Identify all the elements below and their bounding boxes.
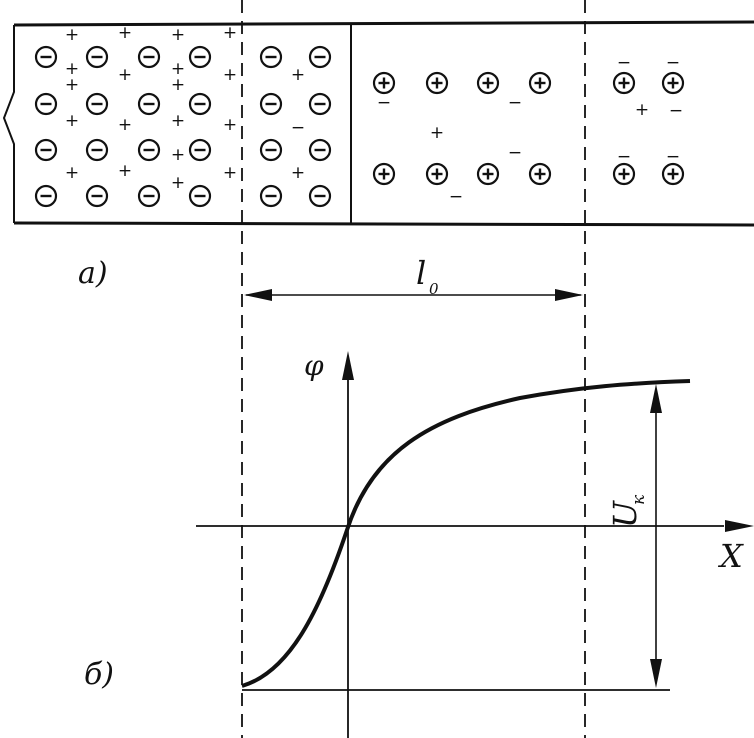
minus-in-circle-icon (85, 45, 109, 69)
electron-carrier: − (449, 187, 463, 207)
plus-in-circle-icon (612, 71, 636, 95)
minus-in-circle-icon (188, 184, 212, 208)
hole-carrier: + (223, 65, 237, 85)
minus-in-circle-icon (85, 184, 109, 208)
depletion-boundaries (241, 0, 586, 738)
minus-in-circle-icon (85, 92, 109, 116)
electron-carrier: − (291, 118, 305, 138)
carrier-layer: +++++++++++++++++++++++−−−−−−−−−− (65, 23, 683, 207)
potential-graph: φ X U к (196, 349, 754, 738)
x-axis-arrow (725, 520, 754, 532)
plus-in-circle-icon (612, 162, 636, 186)
minus-in-circle-icon (259, 184, 283, 208)
hole-carrier: + (171, 75, 185, 95)
hole-carrier: + (65, 111, 79, 131)
width-arrow-right (555, 289, 583, 301)
plus-in-circle-icon (661, 162, 685, 186)
electron-carrier: − (669, 101, 683, 121)
voltage-label: U (606, 500, 644, 528)
width-label-subscript: 0 (429, 280, 439, 298)
minus-in-circle-icon (137, 184, 161, 208)
plus-in-circle-icon (528, 71, 552, 95)
hole-carrier: + (635, 100, 649, 120)
hole-carrier: + (171, 25, 185, 45)
electron-carrier: − (508, 93, 522, 113)
hole-carrier: + (65, 75, 79, 95)
hole-carrier: + (291, 163, 305, 183)
width-dimension: l 0 (244, 254, 583, 301)
hole-carrier: + (223, 163, 237, 183)
minus-in-circle-icon (259, 138, 283, 162)
hole-carrier: + (223, 115, 237, 135)
minus-in-circle-icon (137, 92, 161, 116)
minus-in-circle-icon (137, 138, 161, 162)
hole-carrier: + (430, 123, 444, 143)
bar-left-break (2, 25, 15, 223)
hole-carrier: + (118, 65, 132, 85)
minus-in-circle-icon (308, 138, 332, 162)
plus-in-circle-icon (425, 71, 449, 95)
minus-in-circle-icon (259, 45, 283, 69)
hole-carrier: + (223, 23, 237, 43)
bar-top-edge (13, 20, 754, 27)
hole-carrier: + (171, 145, 185, 165)
plus-in-circle-icon (528, 162, 552, 186)
electron-carrier: − (617, 53, 631, 73)
hole-carrier: + (65, 59, 79, 79)
minus-in-circle-icon (308, 92, 332, 116)
minus-in-circle-icon (308, 45, 332, 69)
ion-layer (34, 45, 685, 208)
hole-carrier: + (291, 65, 305, 85)
minus-in-circle-icon (137, 45, 161, 69)
part-a-label: а) (78, 256, 108, 291)
bar-bottom-edge (13, 221, 754, 227)
potential-curve (241, 379, 691, 688)
hole-carrier: + (171, 111, 185, 131)
minus-in-circle-icon (34, 138, 58, 162)
hole-carrier: + (65, 25, 79, 45)
minus-in-circle-icon (188, 138, 212, 162)
plus-in-circle-icon (425, 162, 449, 186)
voltage-arrow-bottom (650, 659, 662, 688)
plus-in-circle-icon (661, 71, 685, 95)
hole-carrier: + (171, 173, 185, 193)
minus-in-circle-icon (188, 92, 212, 116)
hole-carrier: + (118, 115, 132, 135)
voltage-label-subscript: к (629, 494, 649, 505)
minus-in-circle-icon (259, 92, 283, 116)
plus-in-circle-icon (476, 71, 500, 95)
plus-in-circle-icon (372, 162, 396, 186)
minus-in-circle-icon (85, 138, 109, 162)
phi-axis-label: φ (304, 349, 324, 382)
plus-in-circle-icon (476, 162, 500, 186)
hole-carrier: + (118, 23, 132, 43)
minus-in-circle-icon (188, 45, 212, 69)
part-b-label: б) (84, 657, 114, 692)
phi-axis-arrow (342, 351, 354, 380)
minus-in-circle-icon (34, 184, 58, 208)
electron-carrier: − (617, 147, 631, 167)
minus-in-circle-icon (34, 45, 58, 69)
electron-carrier: − (666, 53, 680, 73)
electron-carrier: − (508, 143, 522, 163)
minus-in-circle-icon (34, 92, 58, 116)
width-arrow-left (244, 289, 272, 301)
hole-carrier: + (65, 163, 79, 183)
x-axis-label: X (717, 537, 744, 575)
electron-carrier: − (666, 147, 680, 167)
minus-in-circle-icon (308, 184, 332, 208)
hole-carrier: + (118, 161, 132, 181)
voltage-arrow-top (650, 384, 662, 413)
semiconductor-bar (2, 20, 754, 227)
width-label: l (416, 254, 426, 292)
plus-in-circle-icon (372, 71, 396, 95)
hole-carrier: + (171, 59, 185, 79)
electron-carrier: − (377, 93, 391, 113)
